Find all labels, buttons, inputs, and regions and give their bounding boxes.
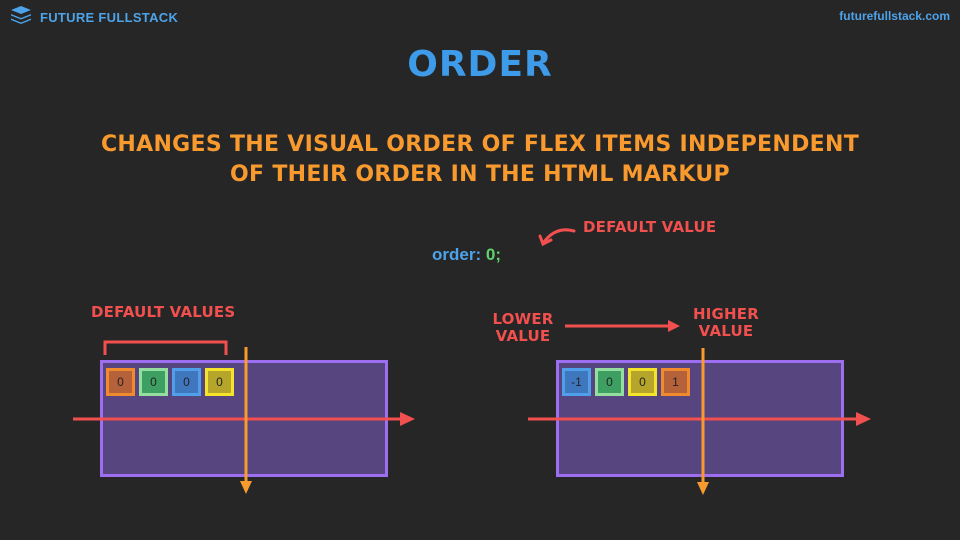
flex-item: 1 [661,368,690,396]
subtitle: CHANGES THE VISUAL ORDER OF FLEX ITEMS I… [80,130,880,190]
higher-value-note: HIGHER VALUE [686,306,766,340]
lower-value-note: LOWER VALUE [488,311,558,345]
code-value: 0; [485,245,501,264]
default-value-note: DEFAULT VALUE [583,218,717,236]
lower-value-label: VALUE [495,327,551,345]
brand-logo[interactable]: FUTURE FULLSTACK [10,6,178,28]
higher-label: HIGHER [693,305,759,323]
flex-item: 0 [106,368,135,396]
flex-item: 0 [205,368,234,396]
layers-icon [10,5,32,29]
flex-item: -1 [562,368,591,396]
brand-name: FUTURE FULLSTACK [40,9,179,25]
lower-to-higher-arrow [565,320,680,332]
flex-item: 0 [628,368,657,396]
lower-label: LOWER [492,310,554,328]
code-property: order: [432,245,482,264]
subtitle-line: OF THEIR ORDER IN THE HTML MARKUP [230,162,730,187]
flex-item: 0 [172,368,201,396]
default-value-arrow [538,228,576,247]
site-url[interactable]: futurefullstack.com [839,9,950,23]
code-snippet: order: 0; [432,245,501,265]
flex-item: 0 [139,368,168,396]
higher-value-label: VALUE [698,322,754,340]
flex-item: 0 [595,368,624,396]
page-title: ORDER [407,44,553,85]
subtitle-line: CHANGES THE VISUAL ORDER OF FLEX ITEMS I… [100,132,860,157]
default-values-note: DEFAULT VALUES [91,303,236,321]
default-values-bracket [103,340,228,355]
